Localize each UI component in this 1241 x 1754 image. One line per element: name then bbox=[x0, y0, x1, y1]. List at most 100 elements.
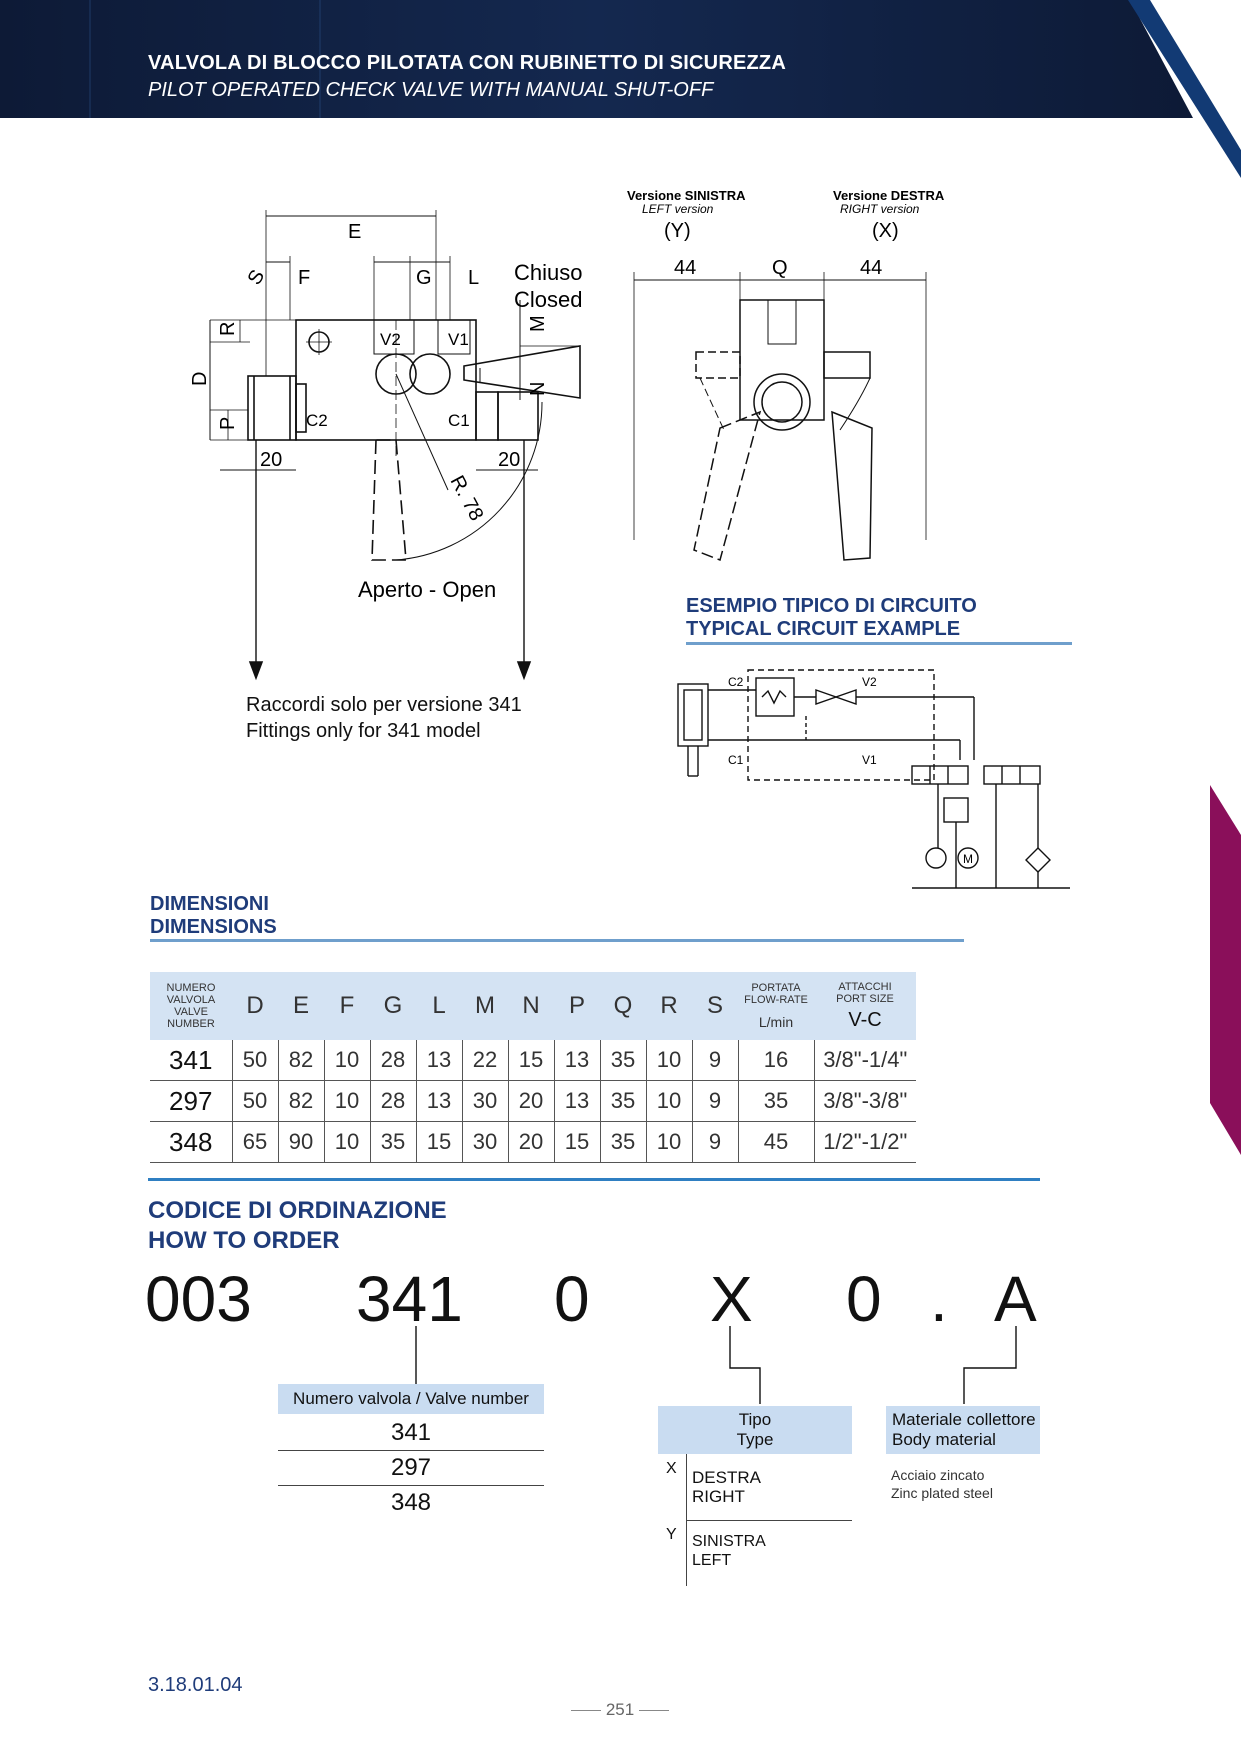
right-version-code: (X) bbox=[872, 220, 899, 242]
order-title-en: HOW TO ORDER bbox=[148, 1227, 340, 1254]
table-cell: 13 bbox=[553, 1040, 600, 1081]
fittings-note: Raccordi solo per versione 341 Fittings … bbox=[246, 692, 522, 744]
dim-M-label: M bbox=[527, 315, 549, 332]
circuit-title-en: TYPICAL CIRCUIT EXAMPLE bbox=[686, 618, 961, 640]
dimensions-title-it: DIMENSIONI bbox=[150, 893, 269, 915]
doc-code: 3.18.01.04 bbox=[148, 1674, 243, 1696]
fittings-note-en: Fittings only for 341 model bbox=[246, 720, 481, 742]
page-header: VALVOLA DI BLOCCO PILOTATA CON RUBINETTO… bbox=[0, 0, 1241, 178]
material-header: Materiale collettore Body material bbox=[886, 1406, 1040, 1454]
open-label: Aperto - Open bbox=[358, 577, 496, 602]
table-cell: 15 bbox=[507, 1040, 554, 1081]
hydraulic-circuit: C2 V2 C1 V1 M bbox=[677, 669, 1070, 889]
table-cell: 50 bbox=[231, 1080, 278, 1122]
dimensions-title-rule bbox=[150, 939, 964, 942]
circuit-title-rule bbox=[686, 642, 1072, 645]
order-title-it: CODICE DI ORDINAZIONE bbox=[148, 1197, 447, 1224]
valve-front-drawing: Versione SINISTRA LEFT version (Y) Versi… bbox=[627, 188, 945, 561]
table-cell: 30 bbox=[461, 1080, 508, 1122]
valve-number-cell: 341 bbox=[150, 1040, 232, 1081]
table-cell: 9 bbox=[691, 1040, 738, 1081]
table-cell: 28 bbox=[369, 1040, 416, 1081]
table-cell: 20 bbox=[507, 1121, 554, 1163]
flow-cell: 16 bbox=[737, 1040, 814, 1081]
dimensions-header-row: NUMERO VALVOLA VALVE NUMBER D E F G L M … bbox=[150, 972, 916, 1040]
table-cell: 10 bbox=[645, 1040, 692, 1081]
table-cell: 10 bbox=[323, 1121, 370, 1163]
col-S: S bbox=[692, 972, 738, 1040]
port-cell: 3/8"-1/4" bbox=[813, 1040, 916, 1081]
flow-cell: 35 bbox=[737, 1080, 814, 1122]
table-cell: 65 bbox=[231, 1121, 278, 1163]
dim-S-label: S bbox=[243, 266, 269, 289]
port-V2-label: V2 bbox=[380, 330, 401, 349]
table-cell: 82 bbox=[277, 1080, 324, 1122]
col-M: M bbox=[462, 972, 508, 1040]
code-prefix: 003 bbox=[145, 1263, 252, 1335]
port-C1-label: C1 bbox=[448, 411, 470, 430]
dim-D-label: D bbox=[189, 372, 211, 386]
circuit-port-V1: V1 bbox=[862, 753, 877, 767]
header-title-en: PILOT OPERATED CHECK VALVE WITH MANUAL S… bbox=[148, 79, 714, 101]
table-cell: 13 bbox=[553, 1080, 600, 1122]
code-dot: . bbox=[930, 1263, 948, 1335]
col-D: D bbox=[232, 972, 278, 1040]
table-row: 297 50 82 10 28 13 30 20 13 35 10 9 35 3… bbox=[150, 1080, 916, 1122]
col-G: G bbox=[370, 972, 416, 1040]
code-digit-2: 0 bbox=[846, 1263, 882, 1335]
header-title-it: VALVOLA DI BLOCCO PILOTATA CON RUBINETTO… bbox=[148, 52, 786, 74]
port-C2-label: C2 bbox=[306, 411, 328, 430]
code-material: A bbox=[994, 1263, 1037, 1335]
valve-number-header: Numero valvola / Valve number bbox=[278, 1384, 544, 1414]
closed-label-en: Closed bbox=[514, 287, 582, 312]
type-header: Tipo Type bbox=[658, 1406, 852, 1454]
type-x-label: DESTRA RIGHT bbox=[692, 1468, 761, 1506]
table-cell: 9 bbox=[691, 1121, 738, 1163]
circuit-port-C2: C2 bbox=[728, 675, 744, 689]
closed-label-it: Chiuso bbox=[514, 260, 582, 285]
col-N: N bbox=[508, 972, 554, 1040]
dim-44-right: 44 bbox=[860, 257, 882, 279]
table-cell: 15 bbox=[553, 1121, 600, 1163]
dim-44-left: 44 bbox=[674, 257, 696, 279]
table-cell: 10 bbox=[645, 1121, 692, 1163]
left-version-code: (Y) bbox=[664, 220, 691, 242]
table-cell: 90 bbox=[277, 1121, 324, 1163]
table-cell: 13 bbox=[415, 1040, 462, 1081]
header-banner bbox=[0, 0, 1241, 178]
dim-Q-label: Q bbox=[772, 257, 788, 279]
fittings-note-it: Raccordi solo per versione 341 bbox=[246, 694, 522, 716]
radius-label: R. 78 bbox=[446, 472, 488, 525]
left-version-it: Versione SINISTRA bbox=[627, 188, 746, 203]
circuit-port-C1: C1 bbox=[728, 753, 744, 767]
table-cell: 35 bbox=[599, 1040, 646, 1081]
table-cell: 10 bbox=[323, 1080, 370, 1122]
dim-E-label: E bbox=[348, 221, 361, 243]
type-divider-horizontal bbox=[686, 1520, 852, 1521]
dim-L-label: L bbox=[468, 267, 479, 289]
valve-option: 297 bbox=[278, 1451, 544, 1486]
order-title: CODICE DI ORDINAZIONE HOW TO ORDER bbox=[148, 1196, 447, 1256]
type-y-label: SINISTRA LEFT bbox=[692, 1533, 766, 1569]
order-connectors bbox=[415, 1326, 1017, 1404]
order-top-rule bbox=[148, 1178, 1040, 1181]
port-V1-label: V1 bbox=[448, 330, 469, 349]
col-E: E bbox=[278, 972, 324, 1040]
circuit-title: ESEMPIO TIPICO DI CIRCUITO TYPICAL CIRCU… bbox=[686, 595, 977, 641]
dimensions-title-en: DIMENSIONS bbox=[150, 916, 277, 938]
col-flow-rate: PORTATA FLOW-RATE L/min bbox=[738, 972, 814, 1040]
dim-F-label: F bbox=[298, 267, 310, 289]
circuit-motor-M: M bbox=[963, 852, 973, 866]
flow-cell: 45 bbox=[737, 1121, 814, 1163]
table-row: 348 65 90 10 35 15 30 20 15 35 10 9 45 1… bbox=[150, 1121, 916, 1163]
code-digit-1: 0 bbox=[554, 1263, 590, 1335]
dimensions-table: NUMERO VALVOLA VALVE NUMBER D E F G L M … bbox=[150, 972, 916, 1163]
material-value: Acciaio zincato Zinc plated steel bbox=[891, 1467, 993, 1501]
table-cell: 20 bbox=[507, 1080, 554, 1122]
col-port-size: ATTACCHI PORT SIZE V-C bbox=[814, 972, 916, 1040]
right-version-en: RIGHT version bbox=[840, 202, 920, 216]
table-cell: 22 bbox=[461, 1040, 508, 1081]
col-P: P bbox=[554, 972, 600, 1040]
valve-option: 341 bbox=[278, 1416, 544, 1451]
table-cell: 9 bbox=[691, 1080, 738, 1122]
